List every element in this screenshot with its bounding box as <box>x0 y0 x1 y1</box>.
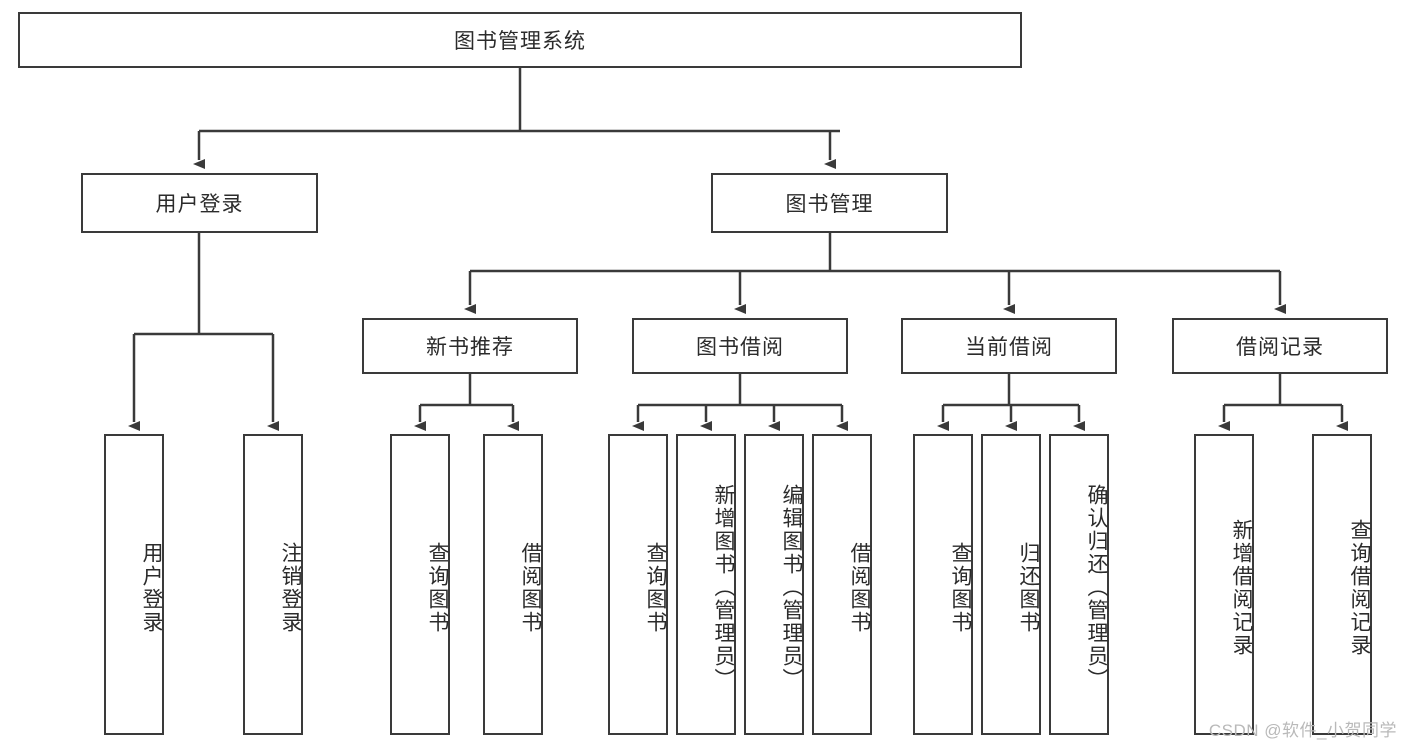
node-label: 新书推荐 <box>426 336 514 359</box>
node-leaf-add-record[interactable]: 新增借阅记录 <box>1194 434 1254 735</box>
node-label: 注销登录 <box>279 541 302 634</box>
node-borrow-record[interactable]: 借阅记录 <box>1172 318 1388 374</box>
node-root-system[interactable]: 图书管理系统 <box>18 12 1022 68</box>
node-book-management[interactable]: 图书管理 <box>711 173 948 233</box>
node-label: 图书管理 <box>785 193 874 216</box>
node-label: 图书管理系统 <box>454 30 586 53</box>
node-current-borrow[interactable]: 当前借阅 <box>901 318 1117 374</box>
node-leaf-query-book-3[interactable]: 查询图书 <box>913 434 973 735</box>
node-label: 确认归还（管理员） <box>1085 484 1108 691</box>
node-label: 用户登录 <box>140 541 163 634</box>
node-label: 查询图书 <box>644 541 667 634</box>
node-new-book-recommend[interactable]: 新书推荐 <box>362 318 578 374</box>
node-leaf-confirm-return[interactable]: 确认归还（管理员） <box>1049 434 1109 735</box>
node-label: 新增借阅记录 <box>1230 518 1253 657</box>
node-label: 当前借阅 <box>965 336 1053 359</box>
node-label: 查询图书 <box>426 541 449 634</box>
node-label: 新增图书（管理员） <box>712 484 735 691</box>
node-leaf-borrow-book-1[interactable]: 借阅图书 <box>483 434 543 735</box>
node-label: 图书借阅 <box>696 336 784 359</box>
node-leaf-borrow-book-2[interactable]: 借阅图书 <box>812 434 872 735</box>
node-leaf-query-book-2[interactable]: 查询图书 <box>608 434 668 735</box>
node-leaf-edit-book[interactable]: 编辑图书（管理员） <box>744 434 804 735</box>
node-label: 归还图书 <box>1017 541 1040 634</box>
node-leaf-query-book-1[interactable]: 查询图书 <box>390 434 450 735</box>
node-label: 用户登录 <box>155 193 244 216</box>
node-leaf-query-record[interactable]: 查询借阅记录 <box>1312 434 1372 735</box>
node-leaf-user-login[interactable]: 用户登录 <box>104 434 164 735</box>
node-leaf-logout-login[interactable]: 注销登录 <box>243 434 303 735</box>
node-leaf-add-book[interactable]: 新增图书（管理员） <box>676 434 736 735</box>
node-label: 借阅记录 <box>1236 336 1324 359</box>
watermark-text: CSDN @软件_小贺同学 <box>1208 721 1397 740</box>
node-label: 查询借阅记录 <box>1348 518 1371 657</box>
node-label: 借阅图书 <box>848 541 871 634</box>
node-user-login[interactable]: 用户登录 <box>81 173 318 233</box>
node-label: 查询图书 <box>949 541 972 634</box>
node-label: 借阅图书 <box>519 541 542 634</box>
node-leaf-return-book[interactable]: 归还图书 <box>981 434 1041 735</box>
node-label: 编辑图书（管理员） <box>780 484 803 691</box>
node-book-borrow[interactable]: 图书借阅 <box>632 318 848 374</box>
